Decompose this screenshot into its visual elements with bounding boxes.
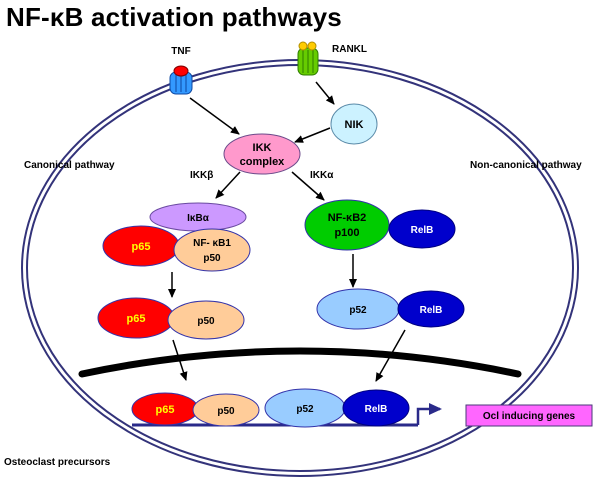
arrow-tnf-ikk (189, 97, 240, 135)
ikk-alpha-label: IKKα (310, 170, 334, 181)
ikk-label-line1: IKK (253, 142, 272, 154)
ikk-label-line2: complex (240, 156, 286, 168)
non-canonical-pathway-label: Non-canonical pathway (470, 160, 582, 171)
p65-label-mid: p65 (127, 313, 146, 325)
relb-label-dna: RelB (365, 404, 388, 415)
p52-label-dna: p52 (296, 404, 314, 415)
nik-node (330, 103, 378, 145)
rankl-receptor-icon (297, 41, 319, 76)
nik-label: NIK (345, 119, 364, 131)
ikk-complex-node (223, 133, 301, 175)
p52-label-mid: p52 (349, 305, 367, 316)
ikba-label: IκBα (187, 213, 210, 224)
arrow-ikk-canonical (215, 171, 241, 199)
nfkb1-label-line2: p50 (203, 253, 221, 264)
p50-node-mid (167, 300, 245, 340)
nfkb2-label-line1: NF-κB2 (328, 212, 367, 224)
nfkb1-node (173, 228, 251, 272)
p50-node-dna (192, 393, 260, 427)
p50-label-dna: p50 (217, 406, 235, 417)
genes-label: Ocl inducing genes (483, 411, 576, 422)
nuclear-membrane (78, 347, 522, 378)
arrow-nik-ikk (294, 127, 331, 143)
tnf-receptor-icon (169, 65, 193, 95)
arrow-noncanonical-nucleus (375, 329, 406, 382)
p65-label-top: p65 (132, 241, 151, 253)
nfkb2-node (304, 199, 390, 251)
arrow-rankl-nik (315, 81, 335, 105)
rankl-label: RANKL (332, 44, 367, 55)
nfkb1-label-line1: NF- κB1 (193, 238, 231, 249)
arrow-ikk-noncanonical (291, 171, 325, 201)
cell-type-label: Osteoclast precursors (4, 457, 111, 468)
relb-node-mid (397, 290, 465, 328)
page-title: NF-κB activation pathways (6, 2, 342, 32)
genes-box (465, 404, 593, 427)
tnf-label: TNF (171, 46, 190, 57)
relb-node-dna (342, 389, 410, 427)
relb-node-top (388, 209, 456, 249)
p65-label-dna: p65 (156, 404, 175, 416)
ikk-beta-label: IKKβ (190, 170, 213, 181)
nfkb2-label-line2: p100 (334, 227, 359, 239)
p50-label-mid: p50 (197, 316, 215, 327)
relb-label-top: RelB (411, 225, 434, 236)
canonical-pathway-label: Canonical pathway (24, 160, 115, 171)
relb-label-mid: RelB (420, 305, 443, 316)
arrow-canonical-nucleus (172, 339, 188, 381)
